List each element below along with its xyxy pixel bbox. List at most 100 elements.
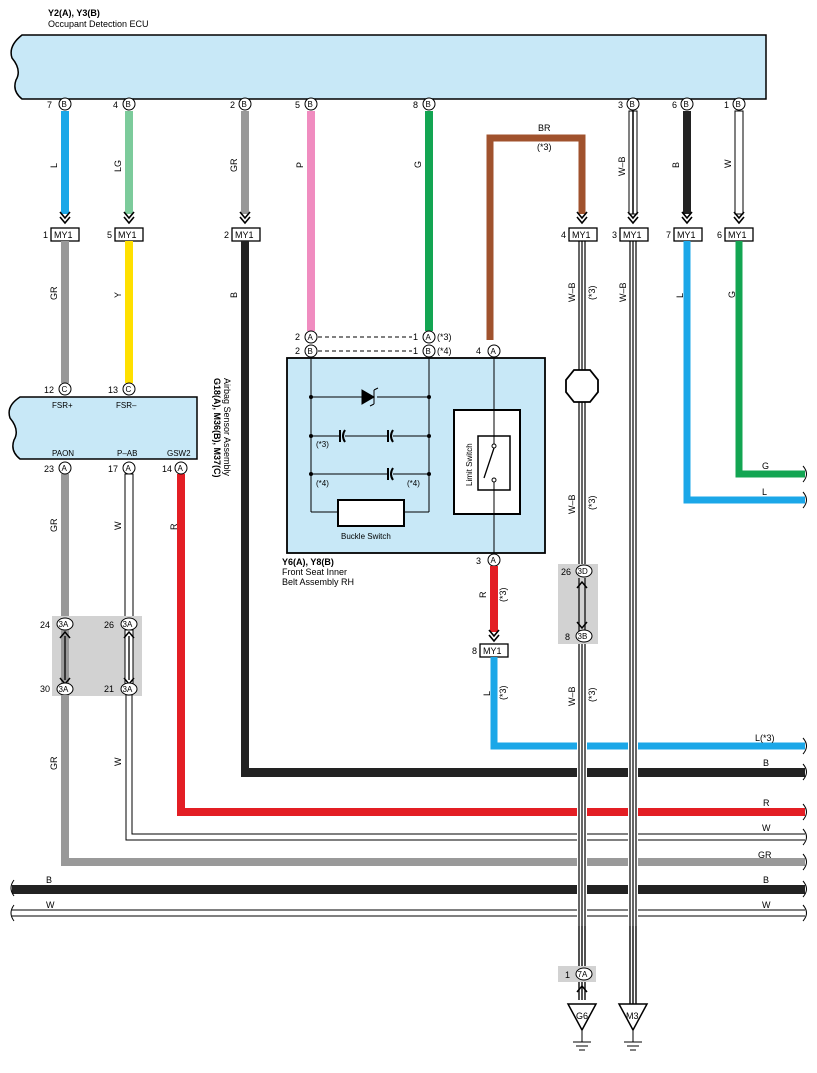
svg-text:GSW2: GSW2 xyxy=(167,449,191,458)
svg-text:B: B xyxy=(62,100,67,109)
lbl-r2-note: (*3) xyxy=(498,587,508,602)
ecu-box xyxy=(10,34,767,100)
bus-label-l3: L(*3) xyxy=(755,733,775,743)
svg-text:5: 5 xyxy=(295,100,300,110)
j3d-26: 26 3D xyxy=(561,564,593,578)
wire-r-gsw2 xyxy=(177,474,805,816)
bus-label-w: W xyxy=(762,823,771,833)
svg-text:17: 17 xyxy=(108,464,118,474)
svg-text:26: 26 xyxy=(561,567,571,577)
svg-text:MY1: MY1 xyxy=(235,230,254,240)
buckle-pin-2a: 2 A xyxy=(295,330,318,344)
wire-gr-lower xyxy=(61,695,805,866)
cap-note-2: (*4) xyxy=(316,479,329,488)
svg-text:MY1: MY1 xyxy=(728,230,747,240)
wire-l-3 xyxy=(490,657,805,750)
wire-lg xyxy=(125,111,133,214)
svg-text:MY1: MY1 xyxy=(572,230,591,240)
svg-text:24: 24 xyxy=(40,620,50,630)
wire-g xyxy=(425,111,433,331)
svg-text:3: 3 xyxy=(476,556,481,566)
svg-text:C: C xyxy=(126,385,132,394)
bus-label-w-left: W xyxy=(46,900,55,910)
ground-m3: M3 xyxy=(617,1003,649,1051)
ecu-pin-7: 6 B xyxy=(672,97,694,111)
buckle-name-1: Front Seat Inner xyxy=(282,567,347,577)
svg-text:B: B xyxy=(426,100,431,109)
svg-text:A: A xyxy=(62,464,68,473)
wire-b-long xyxy=(241,241,249,776)
buckle-switch xyxy=(337,499,405,527)
bus-label-b: B xyxy=(763,758,769,768)
airbag-name: Airbag Sensor Assembly xyxy=(222,378,232,477)
lbl-gr2: GR xyxy=(49,286,59,300)
buckle-name-2: Belt Assembly RH xyxy=(282,577,354,587)
wire-l-my1-7 xyxy=(683,241,805,504)
wire-b xyxy=(683,111,691,214)
wire-g-my1-6 xyxy=(735,241,805,478)
svg-text:P–AB: P–AB xyxy=(117,449,137,458)
buckle-code: Y6(A), Y8(B) xyxy=(282,557,334,567)
svg-text:M3: M3 xyxy=(626,1011,639,1021)
svg-text:7: 7 xyxy=(666,230,671,240)
bus-label-l: L xyxy=(762,487,767,497)
svg-text:21: 21 xyxy=(104,684,114,694)
svg-text:1: 1 xyxy=(724,100,729,110)
wire-l xyxy=(61,111,69,214)
svg-text:2: 2 xyxy=(295,332,300,342)
ecu-code: Y2(A), Y3(B) xyxy=(48,8,100,18)
svg-text:1: 1 xyxy=(413,346,418,356)
svg-text:3A: 3A xyxy=(123,685,133,694)
svg-text:3A: 3A xyxy=(59,685,69,694)
lbl-r2: R xyxy=(478,591,488,598)
lbl-wb5-note: (*3) xyxy=(587,687,597,702)
svg-text:8: 8 xyxy=(472,646,477,656)
bus-label-gr: GR xyxy=(758,850,772,860)
buckle-pin-1a: 1 A (*3) xyxy=(413,330,452,344)
svg-text:3: 3 xyxy=(618,100,623,110)
lbl-wb4-note: (*3) xyxy=(587,495,597,510)
svg-text:6: 6 xyxy=(717,230,722,240)
svg-text:2: 2 xyxy=(224,230,229,240)
limit-switch-label: Limit Switch xyxy=(465,443,474,486)
j3a-21: 21 3A xyxy=(104,682,138,696)
svg-text:B: B xyxy=(630,100,635,109)
wire-br xyxy=(486,134,586,340)
lbl-p: P xyxy=(295,162,305,168)
svg-text:7A: 7A xyxy=(578,970,588,979)
wire-gr-fsr xyxy=(61,241,69,383)
ecu-name: Occupant Detection ECU xyxy=(48,19,149,29)
svg-text:8: 8 xyxy=(565,632,570,642)
j3b-8: 8 3B xyxy=(565,629,593,643)
svg-text:2: 2 xyxy=(295,346,300,356)
lbl-wb4: W–B xyxy=(567,494,577,514)
svg-text:23: 23 xyxy=(44,464,54,474)
lbl-wb2: W–B xyxy=(567,282,577,302)
bus-label-r: R xyxy=(763,798,770,808)
svg-text:26: 26 xyxy=(104,620,114,630)
bus-label-b2: B xyxy=(763,875,769,885)
bus-label-g: G xyxy=(762,461,769,471)
wire-y xyxy=(125,241,133,383)
svg-text:A: A xyxy=(491,556,497,565)
lbl-w: W xyxy=(723,159,733,168)
lbl-w3: W xyxy=(113,757,123,766)
wire-w-pab xyxy=(124,473,134,625)
j3a-30: 30 3A xyxy=(40,682,74,696)
svg-text:B: B xyxy=(308,100,313,109)
wire-r-buckle xyxy=(490,566,498,632)
svg-text:5: 5 xyxy=(107,230,112,240)
airbag-pin-14: GSW2 14 A xyxy=(162,449,191,475)
airbag-pin-13: 13 C FSR– xyxy=(108,382,137,410)
my1-4: 4 MY1 xyxy=(561,227,598,242)
bus-label-b-left: B xyxy=(46,875,52,885)
svg-text:MY1: MY1 xyxy=(677,230,696,240)
svg-text:3A: 3A xyxy=(59,620,69,629)
svg-text:12: 12 xyxy=(44,385,54,395)
svg-text:1: 1 xyxy=(565,970,570,980)
j3a-24: 24 3A xyxy=(40,617,74,631)
conn-7a: 1 7A xyxy=(565,967,593,981)
ecu-pin-1: 7 B xyxy=(47,97,72,111)
svg-text:14: 14 xyxy=(162,464,172,474)
my1-7: 7 MY1 xyxy=(666,227,703,242)
